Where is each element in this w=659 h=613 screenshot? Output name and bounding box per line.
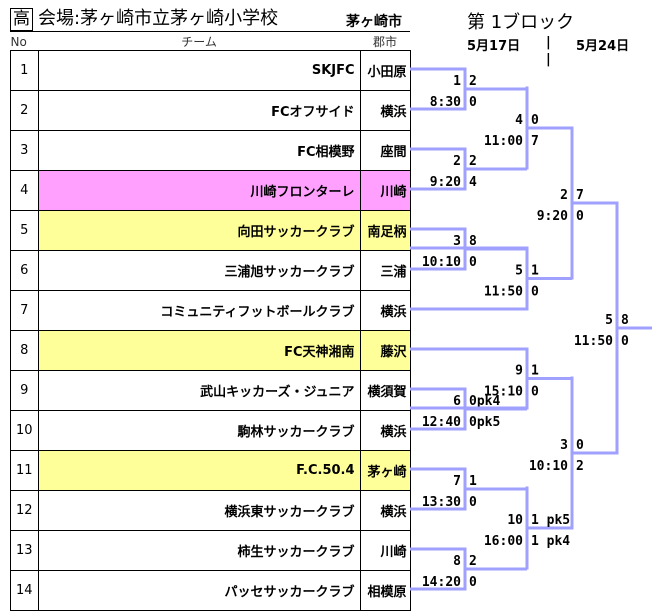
match-number: 4	[515, 113, 523, 128]
team-name: 柿生サッカークラブ	[37, 530, 361, 571]
level-badge: 高	[10, 8, 33, 31]
score-bottom: 0	[469, 575, 477, 590]
match-time: 8:30	[430, 95, 461, 110]
col-city: 郡市	[373, 35, 398, 49]
block-title: 第 1ブロック	[467, 12, 575, 33]
score-top: 1 pk5	[531, 513, 570, 528]
score-top: 8	[469, 234, 477, 249]
score-top: 0	[576, 438, 584, 453]
team-city: 横浜	[359, 490, 411, 531]
score-bottom: 0	[576, 209, 584, 224]
match-number: 3	[453, 234, 461, 249]
date-round2: 5月24日	[576, 39, 630, 54]
match-number: 5	[605, 313, 613, 328]
score-bottom: 2	[576, 459, 584, 474]
col-no: No	[10, 34, 27, 49]
team-city: 川崎	[359, 170, 411, 211]
score-bottom: 0	[469, 255, 477, 270]
team-city: 南足柄	[359, 210, 411, 251]
match-number: 2	[560, 188, 568, 203]
score-bottom: 1 pk4	[531, 534, 570, 549]
team-city: 相模原	[359, 570, 411, 611]
match-number: 3	[560, 438, 568, 453]
match-number: 10	[507, 513, 523, 528]
team-city: 座間	[359, 130, 411, 171]
match-time: 11:50	[574, 334, 613, 349]
team-name: 三浦旭サッカークラブ	[37, 250, 361, 291]
title-underline	[10, 31, 410, 32]
team-no: 3	[10, 130, 39, 171]
score-top: 2	[469, 74, 477, 89]
match-number: 1	[453, 74, 461, 89]
team-city: 横浜	[359, 90, 411, 131]
match-number: 7	[453, 474, 461, 489]
score-bottom: 0pk5	[469, 415, 500, 430]
team-no: 2	[10, 90, 39, 131]
score-top: 1	[469, 474, 477, 489]
match-time: 11:00	[484, 134, 523, 149]
team-name: FC天神湘南	[37, 330, 361, 371]
score-bottom: 7	[531, 134, 539, 149]
match-time: 12:40	[422, 415, 461, 430]
match-number: 6	[453, 394, 461, 409]
match-time: 9:20	[430, 175, 461, 190]
match-time: 9:20	[537, 209, 568, 224]
team-name: 川崎フロンターレ	[37, 170, 361, 211]
score-bottom: 0	[621, 334, 629, 349]
score-top: 2	[469, 554, 477, 569]
team-city: 藤沢	[359, 330, 411, 371]
score-bottom: 0	[531, 385, 539, 400]
match-time: 14:20	[422, 575, 461, 590]
match-time: 10:10	[529, 459, 568, 474]
team-city: 川崎	[359, 530, 411, 571]
venue-title: 会場:茅ヶ崎市立茅ヶ崎小学校	[38, 8, 279, 29]
score-bottom: 0	[531, 285, 539, 300]
match-time: 10:10	[422, 255, 461, 270]
score-top: 0	[531, 113, 539, 128]
match-number: 8	[453, 554, 461, 569]
score-bottom: 0	[469, 495, 477, 510]
score-top: 1	[531, 264, 539, 279]
date-separator: |	[546, 35, 551, 50]
score-top: 0pk4	[469, 394, 500, 409]
match-time: 15:10	[484, 385, 523, 400]
match-time: 16:00	[484, 534, 523, 549]
date-round1: 5月17日	[467, 39, 521, 54]
score-top: 1	[531, 364, 539, 379]
score-bottom: 4	[469, 175, 477, 190]
team-city: 茅ヶ崎	[359, 450, 411, 491]
score-top: 8	[621, 313, 629, 328]
team-name: 向田サッカークラブ	[37, 210, 361, 251]
match-number: 9	[515, 364, 523, 379]
score-bottom: 0	[469, 95, 477, 110]
team-no: 8	[10, 330, 39, 371]
match-time: 11:50	[484, 285, 523, 300]
score-top: 2	[469, 154, 477, 169]
match-number: 5	[515, 264, 523, 279]
col-team: チーム	[181, 35, 217, 49]
host-city: 茅ヶ崎市	[346, 14, 402, 30]
date-separator-2: |	[546, 52, 551, 67]
match-number: 2	[453, 154, 461, 169]
team-no: 11	[10, 450, 39, 491]
team-city: 三浦	[359, 250, 411, 291]
match-time: 13:30	[422, 495, 461, 510]
team-city: 横浜	[359, 410, 411, 451]
team-no: 14	[10, 570, 39, 611]
score-top: 7	[576, 188, 584, 203]
team-no: 12	[10, 490, 39, 531]
